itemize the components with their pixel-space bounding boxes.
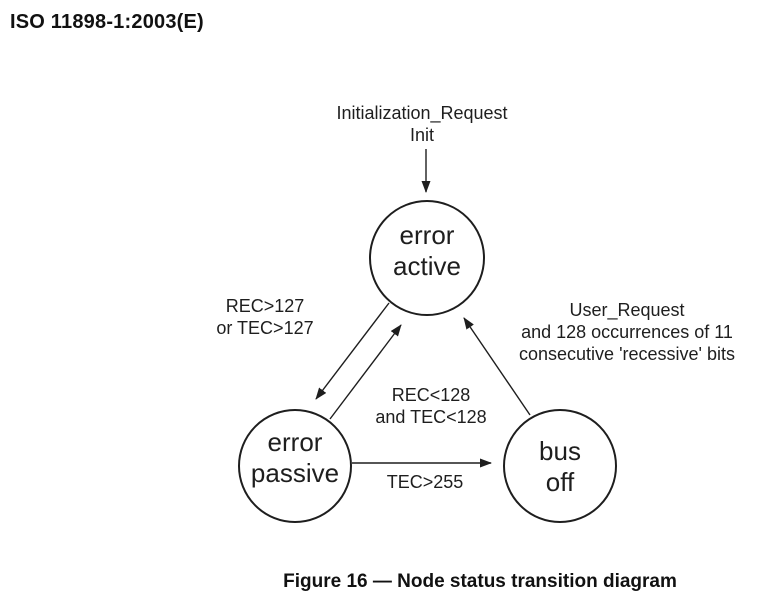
state-circle-error-passive <box>238 409 352 523</box>
state-label-error-active-line1: error <box>399 220 455 250</box>
transition-arrow-bus-off-to-active <box>463 317 531 416</box>
state-label-error-active: error active <box>393 220 461 282</box>
bus-off-to-active-label-line2: and 128 occurrences of 11 <box>521 322 733 342</box>
init-transition-label: Initialization_Request Init <box>302 102 542 146</box>
passive-to-bus-off-label-line1: TEC>255 <box>386 472 464 492</box>
transition-arrow-active-to-passive <box>315 302 390 400</box>
state-label-bus-off-line2: off <box>545 467 575 497</box>
passive-to-active-label: REC<128 and TEC<128 <box>331 384 531 428</box>
figure-caption: Figure 16 — Node status transition diagr… <box>283 571 677 592</box>
init-transition-label-line1: Initialization_Request <box>336 103 508 123</box>
document-header: ISO 11898-1:2003(E) <box>10 11 204 33</box>
bus-off-to-active-label-line3: consecutive 'recessive' bits <box>519 344 735 364</box>
active-to-passive-label-line2: or TEC>127 <box>216 318 314 338</box>
bus-off-to-active-label-line1: User_Request <box>569 300 685 320</box>
state-label-error-passive-line2: passive <box>250 458 340 488</box>
state-label-error-active-line2: active <box>393 251 461 281</box>
state-label-error-passive: error passive <box>251 427 339 489</box>
active-to-passive-label: REC>127 or TEC>127 <box>165 295 365 339</box>
bus-off-to-active-label: User_Request and 128 occurrences of 11 c… <box>505 299 749 365</box>
state-label-bus-off-line1: bus <box>539 436 581 466</box>
state-label-bus-off: bus off <box>539 436 581 498</box>
state-circle-error-active <box>369 200 485 316</box>
passive-to-active-label-line2: and TEC<128 <box>375 407 487 427</box>
init-transition-label-line2: Init <box>409 125 434 145</box>
state-circle-bus-off <box>503 409 617 523</box>
transition-arrow-passive-to-active <box>329 324 402 420</box>
state-label-error-passive-line1: error <box>267 427 323 457</box>
passive-to-active-label-line1: REC<128 <box>391 385 471 405</box>
active-to-passive-label-line1: REC>127 <box>225 296 305 316</box>
passive-to-bus-off-label: TEC>255 <box>345 471 505 493</box>
